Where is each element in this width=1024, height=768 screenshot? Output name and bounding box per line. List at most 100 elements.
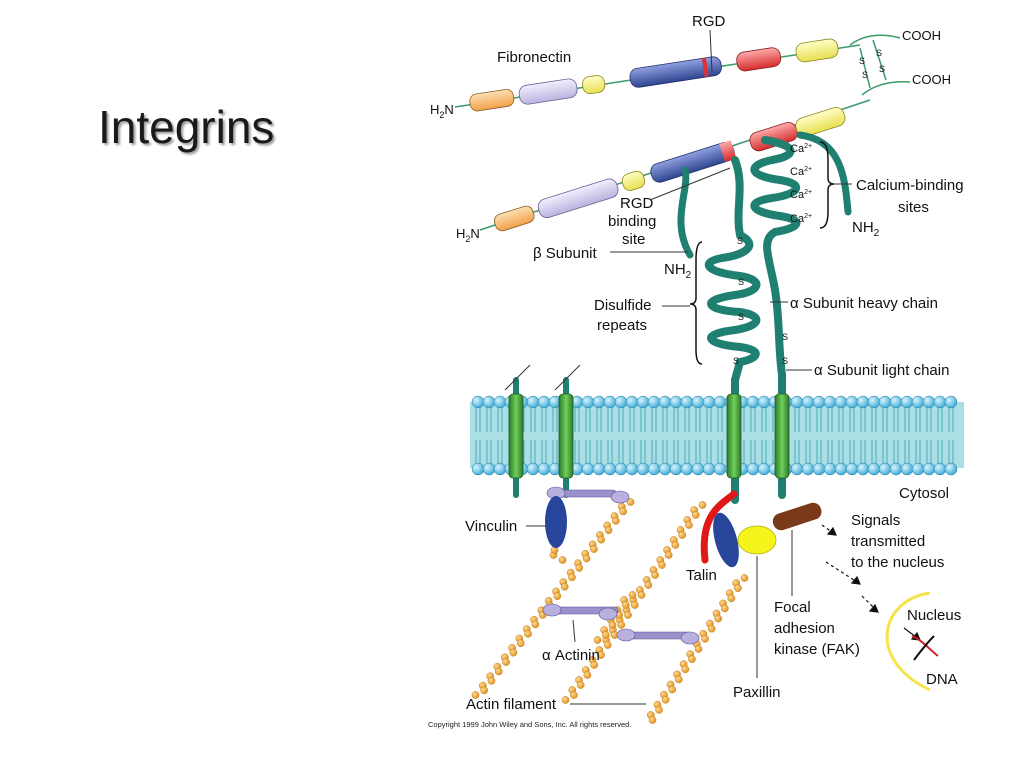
lipid-head <box>922 395 936 409</box>
lipid-head <box>889 462 903 476</box>
actin-bead <box>626 498 635 506</box>
lipid-head <box>581 395 595 409</box>
actin-bead <box>582 554 591 563</box>
ca-label-2: Ca2+ <box>790 166 812 178</box>
ss-fn-1: S <box>859 56 865 66</box>
actin-bead <box>631 601 639 609</box>
lipid-head <box>691 462 705 476</box>
ss-alpha-1: S <box>782 332 788 342</box>
lipid-head <box>867 395 881 409</box>
fn2-domain-orange <box>493 205 535 232</box>
fn-domain-blue-rgd <box>629 56 722 88</box>
actin-bead <box>648 716 657 724</box>
cooh-label-1: COOH <box>902 28 941 43</box>
nucleus-label: Nucleus <box>907 607 961 624</box>
calcium-binding-label-1: Calcium-binding <box>856 177 964 194</box>
tm-segment-2 <box>558 393 574 479</box>
actin-bead <box>658 561 666 569</box>
lipid-head <box>889 395 903 409</box>
actin-bead <box>570 691 578 699</box>
tm-segment-alpha <box>774 393 790 479</box>
actin-bead <box>590 545 598 553</box>
actin-bead <box>617 621 626 629</box>
disulfide-label-1: Disulfide <box>594 297 652 314</box>
lipid-head <box>900 462 914 476</box>
lipid-head <box>746 395 760 409</box>
actin-bead <box>727 594 736 603</box>
lipid-head <box>636 395 650 409</box>
actin-bead <box>487 677 496 685</box>
lipid-head <box>900 395 914 409</box>
lipid-head <box>757 462 771 476</box>
ss-beta-3: S <box>738 312 744 322</box>
lipid-head <box>471 462 485 476</box>
actin-bead <box>471 691 480 699</box>
fibronectin-label: Fibronectin <box>497 49 571 66</box>
actin-bead <box>644 581 653 589</box>
actin-bead <box>720 604 729 613</box>
signals-label-2: transmitted <box>851 533 925 550</box>
actin-bead <box>602 631 610 639</box>
ss-alpha-2: S <box>782 356 788 366</box>
lipid-head <box>856 395 870 409</box>
actin-bead <box>561 696 570 704</box>
actin-bead <box>694 645 703 653</box>
transmembrane-segments <box>508 393 790 479</box>
lipid-head <box>823 462 837 476</box>
lipid-head <box>482 395 496 409</box>
actin-bead <box>734 584 742 592</box>
actin-filament-label: Actin filament <box>466 696 557 713</box>
lipid-head <box>482 462 496 476</box>
alpha-light-label: α Subunit light chain <box>814 362 949 379</box>
actin-bead <box>668 685 677 694</box>
lipid-head <box>845 462 859 476</box>
actin-bead <box>655 706 663 714</box>
actin-bead <box>502 658 510 666</box>
rgd-binding-label-3: site <box>622 231 645 248</box>
ca-label-1: Ca2+ <box>790 143 812 155</box>
lipid-head <box>713 395 727 409</box>
dna-icon <box>911 635 939 661</box>
lipid-head <box>669 462 683 476</box>
lipid-head <box>614 395 628 409</box>
signals-label-1: Signals <box>851 512 900 529</box>
actin-bead <box>603 641 612 649</box>
lipid-head <box>845 395 859 409</box>
tm-segment-1 <box>508 393 524 479</box>
cytosol-label: Cytosol <box>899 485 949 502</box>
alpha-actinin <box>542 486 700 645</box>
lipid-head <box>933 462 947 476</box>
dna-label: DNA <box>926 671 958 688</box>
lipid-head <box>471 395 485 409</box>
actin-bead <box>612 517 620 525</box>
fn-domain-yellow-2 <box>795 38 839 63</box>
fibronectin-lower <box>479 99 871 232</box>
lipid-head <box>944 462 958 476</box>
actin-bead <box>494 667 503 676</box>
lipid-head <box>537 462 551 476</box>
actin-bead <box>576 681 585 689</box>
actin-bead <box>681 665 690 674</box>
lipid-head <box>812 395 826 409</box>
lipid-head <box>834 395 848 409</box>
actin-bead <box>622 601 630 609</box>
fn-domain-yellow <box>582 75 606 95</box>
tm-segment-beta <box>726 393 742 479</box>
fibronectin-c-terminus <box>849 34 911 96</box>
actin-bead <box>583 671 592 679</box>
lipid-head <box>790 462 804 476</box>
alpha-actinin-label: α Actinin <box>542 647 600 664</box>
ss-beta-4: S <box>733 356 739 366</box>
nucleus-envelope <box>885 591 931 692</box>
lipid-head <box>526 462 540 476</box>
lipid-head <box>878 395 892 409</box>
lipid-head <box>702 462 716 476</box>
actin-bead <box>590 661 598 669</box>
actin-bead <box>714 614 723 623</box>
lipid-head <box>933 395 947 409</box>
actin-bead <box>701 635 709 643</box>
lipid-head <box>658 395 672 409</box>
paxillin-label: Paxillin <box>733 684 781 701</box>
ca-label-4: Ca2+ <box>790 213 812 225</box>
lipid-head <box>625 462 639 476</box>
